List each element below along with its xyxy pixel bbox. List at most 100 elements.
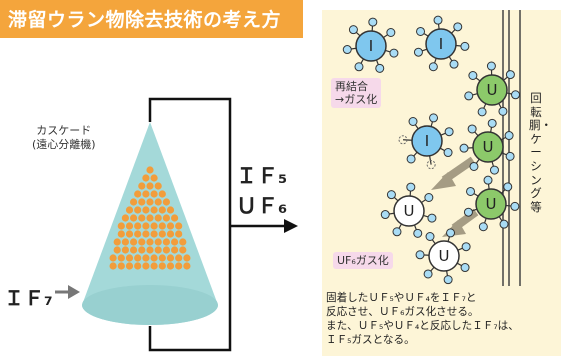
- deposit-dot: [162, 214, 170, 222]
- deposit-dot: [113, 238, 121, 246]
- recombine-tag: 再結合 →ガス化: [331, 78, 382, 108]
- deposit-dot: [171, 238, 179, 246]
- deposit-dot: [130, 246, 138, 254]
- deposit-dot: [134, 206, 142, 214]
- uranium-deposit-dots: [109, 166, 191, 270]
- deposit-dot: [134, 230, 142, 238]
- deposit-dot: [154, 198, 162, 206]
- deposit-dot: [125, 254, 134, 262]
- input-if7-label: ＩＦ₇: [4, 286, 53, 310]
- deposit-dot: [109, 254, 117, 262]
- deposit-dot: [125, 262, 134, 270]
- deposit-dot: [142, 222, 150, 230]
- deposit-dot: [171, 214, 179, 222]
- rotor-casing-label: 回転胴・ケーシング等: [529, 91, 552, 214]
- deposit-dot: [150, 230, 158, 238]
- deposit-dot: [150, 222, 158, 230]
- deposit-dot: [146, 198, 154, 206]
- uranium-symbol: U: [483, 138, 494, 156]
- deposit-dot: [150, 190, 158, 198]
- uranium-molecule: U: [463, 175, 520, 232]
- iodine-molecule: I: [398, 113, 454, 170]
- deposit-dot: [166, 230, 175, 238]
- deposit-dot: [138, 198, 146, 206]
- deposit-dot: [117, 262, 125, 270]
- iodine-symbol: I: [369, 37, 373, 55]
- uranium-molecule: U: [459, 118, 515, 175]
- output-arrow-head: [284, 219, 298, 233]
- deposit-dot: [134, 262, 142, 270]
- deposit-dot: [117, 254, 125, 262]
- deposit-dot: [158, 222, 166, 230]
- reaction-arrow: [431, 156, 476, 190]
- deposit-dot: [166, 254, 175, 262]
- deposit-dot: [179, 238, 187, 246]
- deposit-dot: [175, 222, 183, 230]
- deposit-dot: [146, 166, 154, 174]
- deposit-dot: [134, 190, 142, 198]
- deposit-dot: [179, 246, 187, 254]
- deposit-dot: [125, 222, 134, 230]
- deposit-dot: [162, 198, 170, 206]
- deposit-dot: [158, 190, 166, 198]
- deposit-dot: [138, 182, 146, 190]
- uf6-gasify-tag: UF₆ガス化: [333, 252, 393, 269]
- deposit-dot: [154, 246, 162, 254]
- deposit-dot: [154, 238, 162, 246]
- output-bracket-bottom: [148, 226, 232, 352]
- deposit-dot: [117, 230, 125, 238]
- deposit-dot: [130, 214, 138, 222]
- deposit-dot: [125, 206, 134, 214]
- deposit-dot: [175, 262, 183, 270]
- deposit-dot: [150, 206, 158, 214]
- deposit-dot: [125, 230, 134, 238]
- deposit-dot: [158, 206, 166, 214]
- deposit-dot: [117, 222, 125, 230]
- deposit-dot: [130, 238, 138, 246]
- deposit-dot: [171, 246, 179, 254]
- deposit-dot: [175, 230, 183, 238]
- deposit-dot: [142, 206, 150, 214]
- uranium-symbol: U: [487, 81, 498, 99]
- deposit-dot: [134, 254, 142, 262]
- deposit-dot: [146, 246, 154, 254]
- input-arrow-head: [68, 285, 80, 299]
- deposit-dot: [150, 254, 158, 262]
- deposit-dot: [142, 262, 150, 270]
- iodine-molecule: I: [342, 17, 399, 73]
- description-text: 固着したＵＦ₅やＵＦ₄をＩＦ₇と 反応させ、ＵＦ₆ガス化させる。 また、ＵＦ₅や…: [326, 292, 519, 346]
- title-bar: 滞留ウラン物除去技術の考え方: [0, 0, 303, 38]
- deposit-dot: [158, 230, 166, 238]
- deposit-dot: [121, 214, 129, 222]
- deposit-dot: [166, 206, 175, 214]
- deposit-dot: [130, 198, 138, 206]
- deposit-dot: [142, 230, 150, 238]
- deposit-dot: [134, 222, 142, 230]
- deposit-dot: [142, 254, 150, 262]
- page-title: 滞留ウラン物除去技術の考え方: [8, 9, 282, 31]
- iodine-molecule: U: [415, 228, 471, 285]
- deposit-dot: [183, 254, 191, 262]
- deposit-dot: [166, 222, 175, 230]
- deposit-dot: [142, 190, 150, 198]
- deposit-dot: [175, 254, 183, 262]
- deposit-dot: [121, 246, 129, 254]
- deposit-dot: [158, 254, 166, 262]
- deposit-dot: [138, 214, 146, 222]
- deposit-dot: [150, 262, 158, 270]
- output-uf6-label: ＵＦ₆: [236, 194, 288, 218]
- deposit-dot: [162, 246, 170, 254]
- cascade-cone: [82, 122, 218, 325]
- deposit-dot: [150, 174, 158, 182]
- deposit-dot: [142, 174, 150, 182]
- output-if5-label: ＩＦ₅: [236, 164, 288, 188]
- deposit-dot: [146, 214, 154, 222]
- iodine-symbol: I: [425, 132, 429, 150]
- deposit-dot: [166, 262, 175, 270]
- iodine-symbol: I: [439, 35, 443, 53]
- deposit-dot: [162, 238, 170, 246]
- cascade-label: カスケード (遠心分離機): [32, 124, 96, 151]
- uranium-symbol: U: [404, 202, 415, 220]
- output-bracket-top: [148, 97, 232, 226]
